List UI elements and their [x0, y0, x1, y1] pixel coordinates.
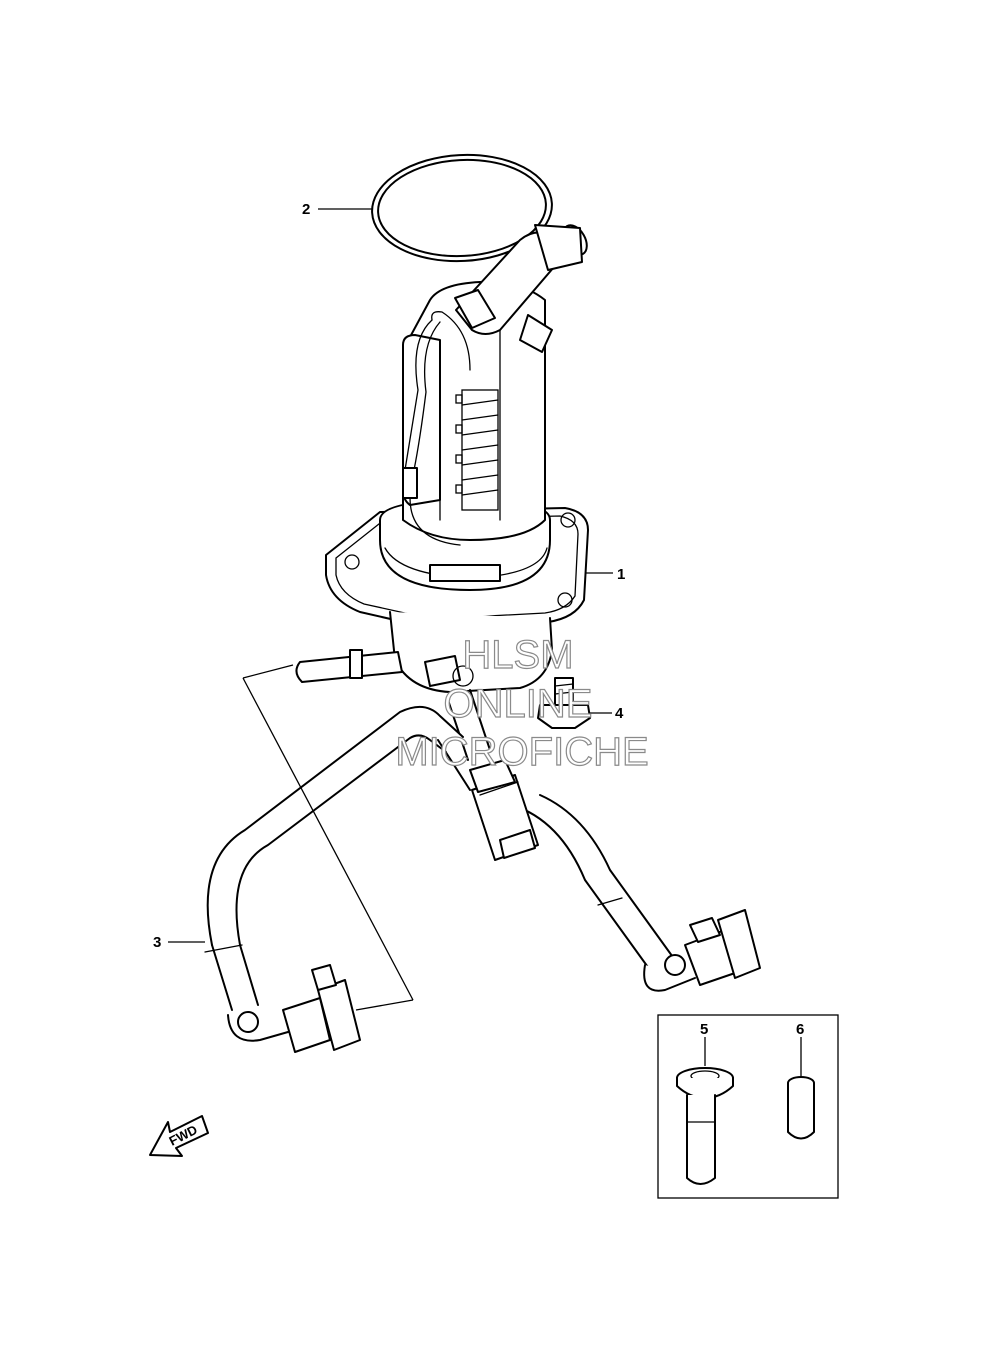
- bolt-part[interactable]: [537, 677, 591, 729]
- fwd-arrow: FWD: [149, 1115, 209, 1157]
- sleeve-part[interactable]: [676, 1037, 734, 1185]
- callout-5: 5: [700, 1021, 708, 1038]
- watermark-line-2: ONLINE: [444, 682, 593, 726]
- callout-6: 6: [796, 1021, 804, 1038]
- callout-2: 2: [302, 201, 310, 218]
- callout-3: 3: [153, 934, 161, 951]
- o-ring-part[interactable]: [369, 150, 554, 265]
- watermark: HLSM ONLINE MICROFICHE: [395, 632, 650, 774]
- watermark-line-3: MICROFICHE: [395, 730, 648, 774]
- assembly-reference-bracket: [242, 664, 414, 1011]
- callout-1: 1: [617, 566, 625, 583]
- cap-part[interactable]: [787, 1037, 815, 1140]
- callout-4: 4: [615, 705, 624, 722]
- inset-box: [657, 1014, 839, 1199]
- fuel-pump-assembly-part[interactable]: [295, 221, 591, 761]
- callout-leaders: [168, 208, 613, 943]
- watermark-line-1: HLSM: [462, 633, 573, 677]
- fuel-hose-part[interactable]: [204, 705, 761, 1053]
